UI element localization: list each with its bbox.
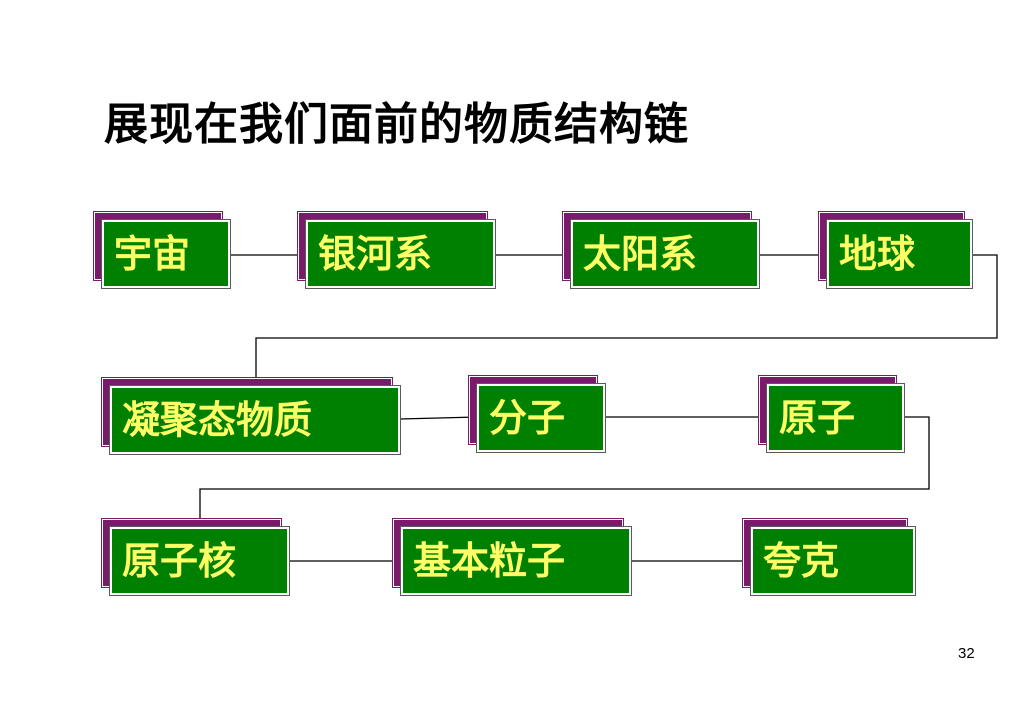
node-label: 分子 [489, 396, 566, 440]
node-earth: 地球 [819, 212, 972, 288]
node-label: 基本粒子 [413, 539, 566, 583]
node-label: 宇宙 [114, 232, 191, 276]
node-label: 原子核 [122, 539, 237, 583]
node-elementary-particle: 基本粒子 [393, 519, 631, 595]
node-universe: 宇宙 [94, 212, 230, 288]
node-nucleus: 原子核 [102, 519, 289, 595]
slide-title: 展现在我们面前的物质结构链 [104, 99, 689, 150]
node-label: 银河系 [318, 232, 433, 276]
node-solar-system: 太阳系 [563, 212, 759, 288]
node-condensed-matter: 凝聚态物质 [102, 378, 400, 454]
connector-atom-nucleus [197, 416, 930, 528]
node-label: 地球 [839, 232, 916, 276]
node-label: 凝聚态物质 [122, 398, 313, 442]
node-label: 夸克 [763, 539, 840, 583]
node-atom: 原子 [759, 376, 904, 452]
node-label: 太阳系 [583, 232, 698, 276]
connector-earth-condensed-matter [253, 254, 998, 387]
node-label: 原子 [779, 396, 856, 440]
node-quark: 夸克 [743, 519, 915, 595]
connector-condensed-matter-molecule [399, 414, 478, 421]
node-molecule: 分子 [469, 376, 605, 452]
node-galaxy: 银河系 [298, 212, 495, 288]
page-number: 32 [958, 645, 975, 662]
